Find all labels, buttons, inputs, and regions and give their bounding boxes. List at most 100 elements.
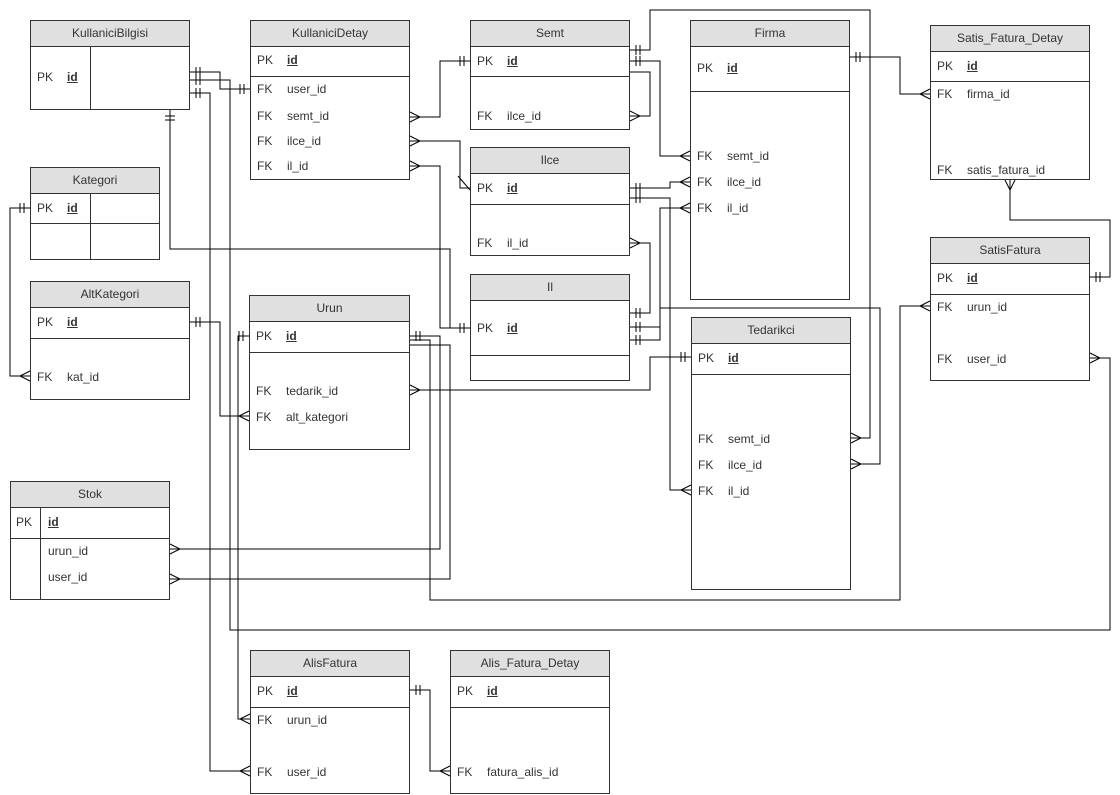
- many-marker: [409, 160, 422, 172]
- many-marker: [238, 765, 251, 777]
- field-name: id: [507, 54, 518, 68]
- relationship-line: [630, 242, 651, 314]
- one-marker: [457, 175, 471, 191]
- field-name: fatura_alis_id: [487, 765, 559, 779]
- field-name: ilce_id: [727, 175, 762, 189]
- field-name: semt_id: [727, 149, 770, 163]
- many-marker: [1004, 179, 1016, 192]
- key-label: FK: [698, 458, 714, 472]
- key-label: PK: [697, 61, 714, 75]
- entity-title: Kategori: [31, 168, 159, 194]
- key-label: FK: [257, 82, 273, 96]
- one-marker: [635, 335, 641, 345]
- one-marker: [635, 56, 641, 66]
- one-marker: [195, 88, 201, 98]
- field-name: id: [727, 61, 738, 75]
- field-name: id: [67, 315, 78, 329]
- field-name: urun_id: [48, 544, 89, 558]
- field-name: id: [287, 684, 298, 698]
- entity-title: Semt: [471, 21, 629, 47]
- key-label: PK: [477, 181, 494, 195]
- key-label: PK: [457, 684, 474, 698]
- one-marker: [19, 203, 25, 213]
- one-marker: [239, 84, 245, 94]
- relationship-line: [410, 356, 691, 391]
- key-label: FK: [697, 201, 713, 215]
- entity-title: KullaniciDetay: [251, 21, 409, 47]
- relationship-line: [410, 305, 930, 601]
- field-name: il_id: [287, 159, 309, 173]
- one-marker: [165, 115, 175, 121]
- field-name: firma_id: [967, 87, 1010, 101]
- row-divider: [11, 538, 169, 539]
- key-label: FK: [937, 352, 953, 366]
- key-label: PK: [37, 70, 54, 84]
- one-marker: [855, 52, 861, 62]
- key-label: FK: [256, 384, 272, 398]
- key-label: PK: [477, 321, 494, 335]
- field-name: urun_id: [287, 713, 328, 727]
- many-marker: [678, 176, 691, 188]
- one-marker: [459, 323, 465, 333]
- field-name: satis_fatura_id: [967, 163, 1046, 177]
- one-marker: [1095, 272, 1101, 282]
- field-name: kat_id: [67, 370, 100, 384]
- many-marker: [678, 150, 691, 162]
- many-marker: [678, 202, 691, 214]
- many-marker: [629, 110, 642, 122]
- many-marker: [1089, 352, 1102, 364]
- many-marker: [850, 432, 863, 444]
- key-label: FK: [937, 87, 953, 101]
- key-label: FK: [477, 109, 493, 123]
- field-name: id: [48, 515, 59, 529]
- many-marker: [679, 484, 692, 496]
- relationship-line: [410, 140, 470, 189]
- field-name: semt_id: [287, 109, 330, 123]
- many-marker: [18, 370, 31, 382]
- one-marker: [635, 322, 641, 332]
- relationship-line: [9, 207, 30, 377]
- field-name: user_id: [48, 570, 88, 584]
- row-divider: [471, 204, 629, 205]
- field-name: semt_id: [728, 432, 771, 446]
- key-label: PK: [16, 515, 33, 529]
- one-marker: [415, 685, 421, 695]
- key-label: PK: [37, 201, 54, 215]
- key-label: FK: [256, 410, 272, 424]
- many-marker: [237, 410, 250, 422]
- row-divider: [31, 338, 189, 339]
- relationship-line: [169, 110, 451, 328]
- key-label: FK: [457, 765, 473, 779]
- key-label: FK: [698, 484, 714, 498]
- relationship-line: [410, 60, 470, 118]
- key-label: FK: [257, 109, 273, 123]
- key-label: FK: [698, 432, 714, 446]
- one-marker: [635, 45, 641, 55]
- entity-title: KullaniciBilgisi: [31, 21, 189, 47]
- relationship-line: [630, 307, 881, 465]
- field-name: ilce_id: [507, 109, 542, 123]
- key-label: FK: [937, 163, 953, 177]
- key-label: FK: [257, 713, 273, 727]
- key-label: FK: [37, 370, 53, 384]
- key-label: FK: [697, 149, 713, 163]
- field-name: alt_kategori: [286, 410, 349, 424]
- field-name: id: [967, 59, 978, 73]
- row-divider: [691, 91, 849, 92]
- row-divider: [250, 352, 409, 353]
